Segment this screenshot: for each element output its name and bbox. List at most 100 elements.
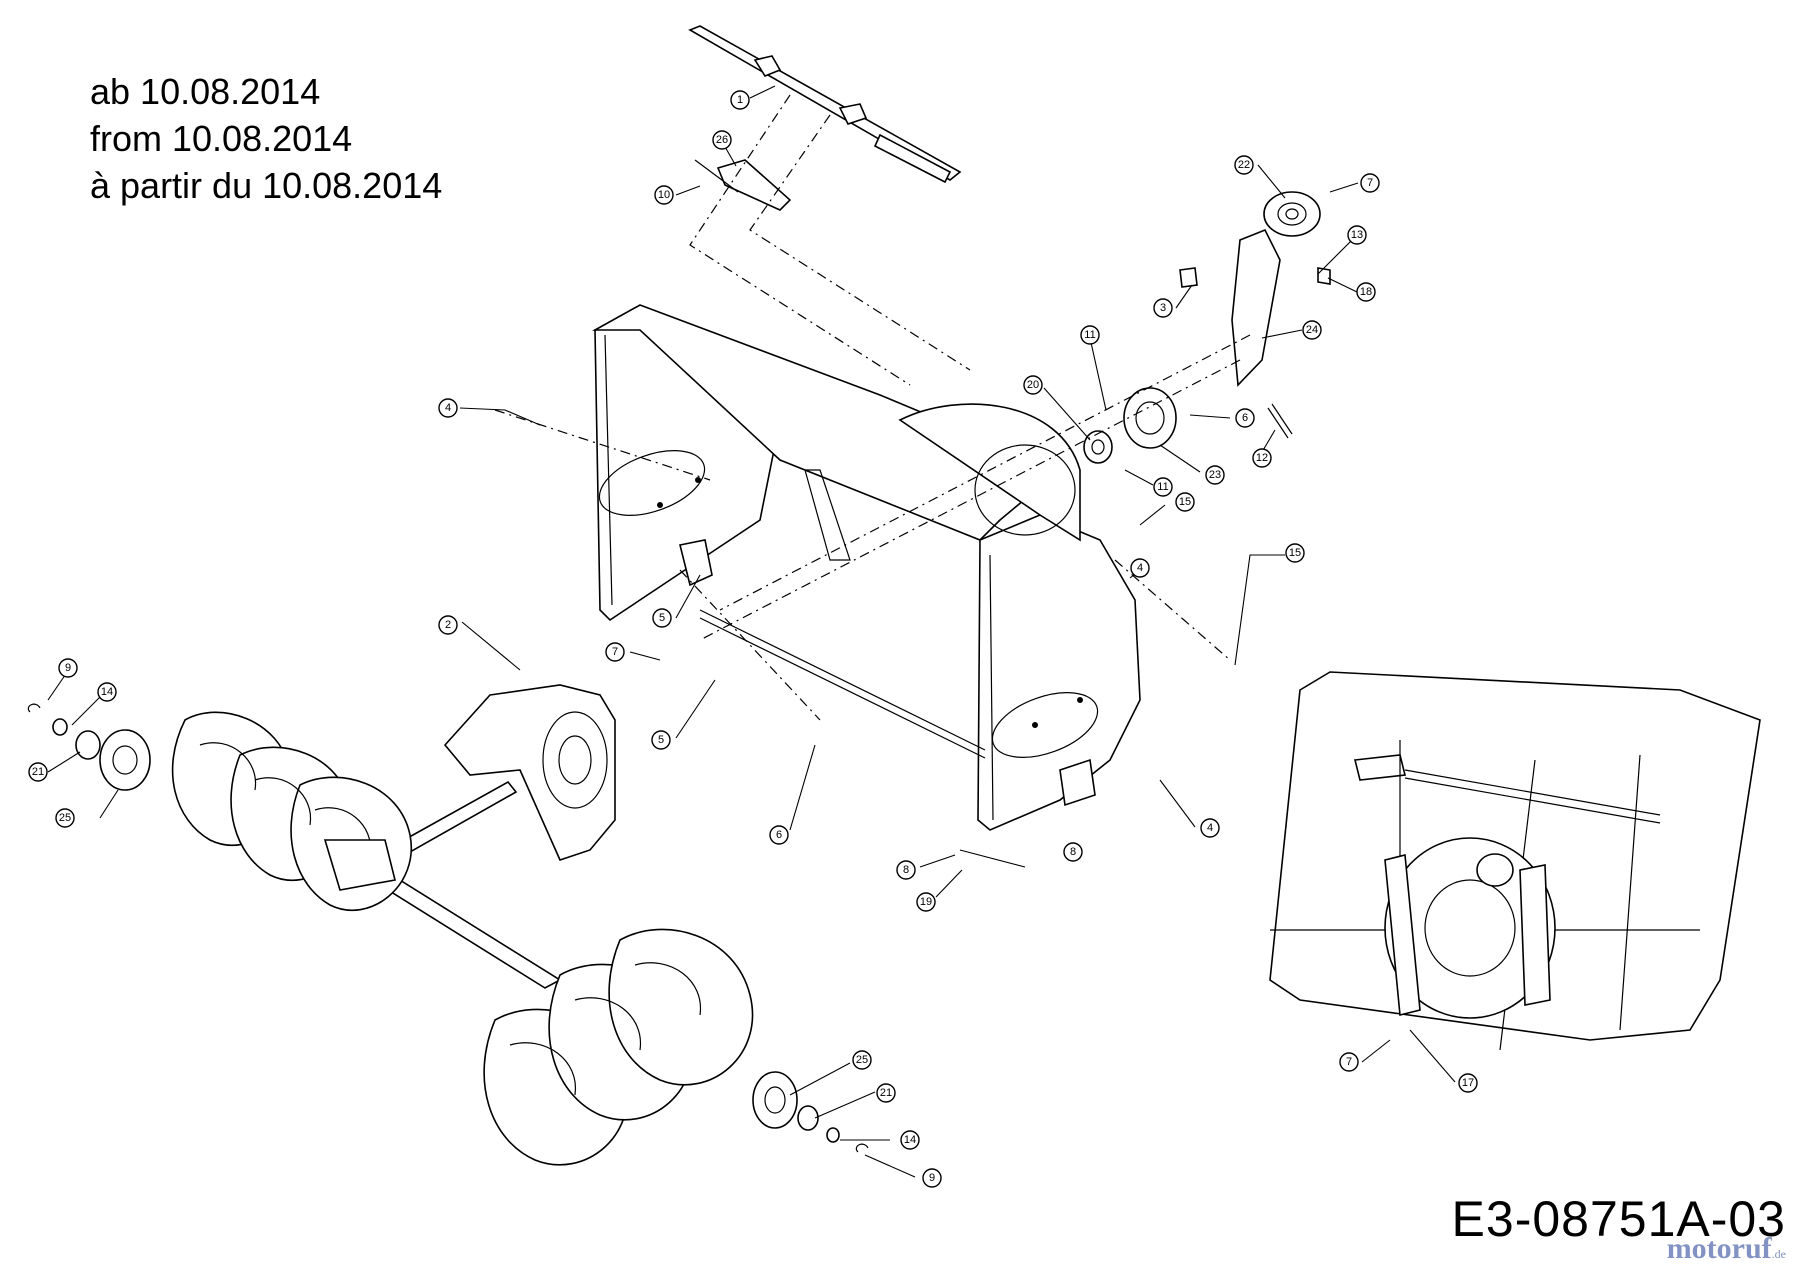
gearbox-part	[443, 684, 616, 861]
callout-24: 24	[1302, 320, 1322, 340]
callout-7: 7	[1339, 1052, 1359, 1072]
callout-9: 9	[922, 1168, 942, 1188]
callout-circle	[896, 860, 916, 880]
callout-7: 7	[1360, 173, 1380, 193]
callout-4: 4	[1130, 558, 1150, 578]
auger-housing	[591, 304, 1141, 831]
callout-circle	[1360, 173, 1380, 193]
assembled-inset-view	[1269, 671, 1761, 1051]
callout-number: 21	[32, 766, 44, 778]
callout-circle	[900, 1130, 920, 1150]
callout-12: 12	[1252, 448, 1272, 468]
callout-circle	[1252, 448, 1272, 468]
callout-circle	[58, 658, 78, 678]
callout-number: 5	[659, 612, 665, 624]
callout-number: 7	[1346, 1056, 1352, 1068]
callout-21: 21	[28, 762, 48, 782]
callout-3: 3	[1153, 298, 1173, 318]
callout-number: 11	[1157, 481, 1168, 493]
callout-4: 4	[438, 398, 458, 418]
callout-circle	[1080, 325, 1100, 345]
callout-number: 14	[101, 686, 113, 698]
callout-13: 13	[1347, 225, 1367, 245]
callout-circle	[769, 825, 789, 845]
callout-circle	[712, 130, 732, 150]
right-hub-parts	[752, 1071, 869, 1153]
callout-number: 4	[1207, 822, 1213, 834]
callout-circle	[1356, 282, 1376, 302]
callout-circle	[1130, 558, 1150, 578]
watermark-text: motoruf	[1666, 1232, 1772, 1265]
callout-number: 15	[1179, 496, 1191, 508]
header-line-de: ab 10.08.2014	[90, 71, 321, 112]
callout-23: 23	[1205, 465, 1225, 485]
callout-number: 2	[445, 619, 451, 631]
callout-circle	[438, 615, 458, 635]
callout-number: 22	[1238, 159, 1250, 171]
callout-number: 4	[445, 402, 451, 414]
callout-number: 6	[1242, 412, 1248, 424]
callout-circle	[1458, 1073, 1478, 1093]
right-auger	[483, 928, 754, 1166]
callout-number: 26	[716, 134, 728, 146]
date-header: ab 10.08.2014 from 10.08.2014 à partir d…	[90, 68, 442, 209]
callout-circle	[1063, 842, 1083, 862]
callout-circle	[28, 762, 48, 782]
left-auger	[171, 711, 413, 911]
callout-number: 23	[1209, 469, 1221, 481]
watermark-suffix: .de	[1771, 1247, 1786, 1261]
callout-number: 17	[1462, 1077, 1474, 1089]
callout-number: 25	[856, 1054, 868, 1066]
callout-number: 13	[1351, 229, 1363, 241]
callout-number: 8	[1070, 846, 1076, 858]
callout-25: 25	[55, 808, 75, 828]
callout-labels: 1261022713183241120612231115415427556488…	[28, 90, 1478, 1188]
callout-8: 8	[1063, 842, 1083, 862]
callout-14: 14	[900, 1130, 920, 1150]
callout-number: 7	[1367, 177, 1373, 189]
callout-7: 7	[605, 642, 625, 662]
drawing-code: E3-08751A-03	[1451, 1191, 1786, 1247]
callout-circle	[1347, 225, 1367, 245]
callout-number: 20	[1027, 379, 1039, 391]
callout-14: 14	[97, 682, 117, 702]
callout-9: 9	[58, 658, 78, 678]
callout-circle	[1234, 155, 1254, 175]
callout-circle	[1235, 408, 1255, 428]
callout-18: 18	[1356, 282, 1376, 302]
callout-circle	[1205, 465, 1225, 485]
callout-circle	[97, 682, 117, 702]
callout-circle	[1339, 1052, 1359, 1072]
left-hub-parts	[27, 703, 151, 791]
callout-number: 12	[1256, 452, 1268, 464]
callout-circle	[876, 1083, 896, 1103]
callout-21: 21	[876, 1083, 896, 1103]
callout-11: 11	[1153, 477, 1173, 497]
callout-number: 3	[1160, 302, 1166, 314]
callout-circle	[1200, 818, 1220, 838]
callout-number: 14	[904, 1134, 916, 1146]
callout-number: 10	[658, 189, 670, 201]
callout-circle	[438, 398, 458, 418]
callout-number: 21	[880, 1087, 892, 1099]
callout-5: 5	[651, 730, 671, 750]
callout-15: 15	[1175, 492, 1195, 512]
callout-10: 10	[654, 185, 674, 205]
callout-number: 9	[929, 1172, 935, 1184]
callout-number: 5	[658, 734, 664, 746]
pulley-assembly	[1083, 191, 1331, 464]
drive-shaft-part	[688, 25, 962, 184]
callout-circle	[654, 185, 674, 205]
callout-20: 20	[1023, 375, 1043, 395]
callout-circle	[1023, 375, 1043, 395]
callout-circle	[730, 90, 750, 110]
callout-number: 19	[920, 896, 932, 908]
callout-25: 25	[852, 1050, 872, 1070]
callout-number: 1	[737, 94, 743, 106]
callout-number: 15	[1289, 547, 1301, 559]
callout-circle	[605, 642, 625, 662]
callout-15: 15	[1285, 543, 1305, 563]
callout-6: 6	[1235, 408, 1255, 428]
callout-circle	[852, 1050, 872, 1070]
callout-8: 8	[896, 860, 916, 880]
